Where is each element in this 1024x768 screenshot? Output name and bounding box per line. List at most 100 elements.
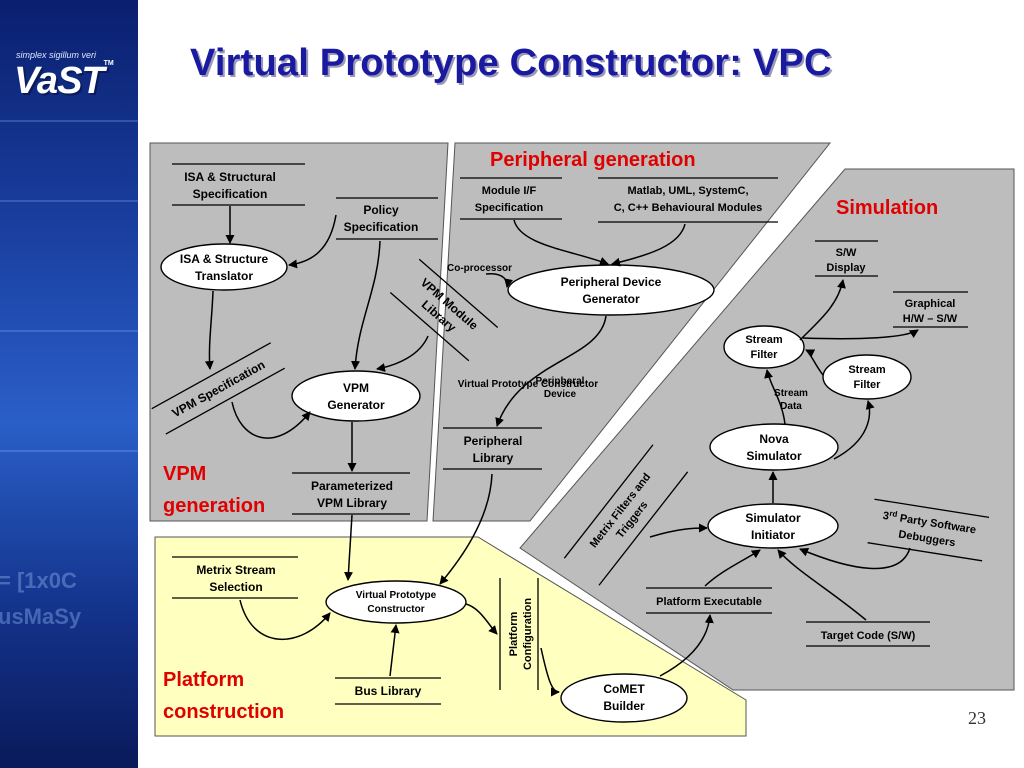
store-label: Module I/F xyxy=(482,185,537,197)
flow-arrow xyxy=(704,549,761,587)
store-label: S/W xyxy=(836,247,857,259)
isa-structural-spec-store: ISA & Structural Specification xyxy=(172,163,305,206)
ordinal-superscript: rd xyxy=(889,509,898,519)
process-label: Virtual Prototype xyxy=(356,590,437,601)
target-code-store: Target Code (S/W) xyxy=(806,621,930,647)
slide-title: Virtual Prototype Constructor: VPC xyxy=(190,42,832,84)
process-label: VPM xyxy=(343,381,369,395)
process-label: CoMET xyxy=(603,682,645,696)
store-label: Parameterized xyxy=(311,479,393,493)
flow-arrow xyxy=(485,273,513,288)
store-label: C, C++ Behavioural Modules xyxy=(614,202,763,214)
stream-data-label: Stream xyxy=(774,388,808,399)
flow-arrow xyxy=(833,400,875,460)
flow-arrow xyxy=(659,614,714,677)
process-label: Generator xyxy=(327,398,385,412)
flow-arrow xyxy=(802,329,919,340)
platform-executable-store: Platform Executable xyxy=(646,587,772,614)
store-label: Specification xyxy=(193,187,268,201)
stream-data-label: Data xyxy=(780,401,802,412)
process-label: Simulator xyxy=(746,449,802,463)
page-number: 23 xyxy=(968,708,986,728)
sw-display-store: S/W Display xyxy=(815,240,878,277)
stream-filter-a: Stream Filter xyxy=(723,325,805,369)
peripheral-library-store: Peripheral Library xyxy=(443,427,542,470)
flow-arrow xyxy=(239,599,331,641)
bus-library-store: Bus Library xyxy=(335,677,441,705)
store-label: Target Code (S/W) xyxy=(821,630,916,642)
store-label: Platform xyxy=(508,611,520,656)
graphical-hw-sw-store: Graphical H/W – S/W xyxy=(893,291,968,328)
vpc-flow-label: Virtual Prototype Constructor xyxy=(458,379,598,390)
vpm-generator: VPM Generator xyxy=(291,370,421,422)
parameterized-vpm-library-store: Parameterized VPM Library xyxy=(292,472,410,515)
flow-arrow xyxy=(439,473,493,585)
flow-arrow xyxy=(231,401,311,439)
process-label: Translator xyxy=(195,269,253,283)
process-label: Filter xyxy=(751,349,779,361)
store-label: Metrix Stream xyxy=(196,563,275,577)
virtual-prototype-constructor: Virtual Prototype Constructor xyxy=(325,580,467,624)
isa-structure-translator: ISA & Structure Translator xyxy=(160,243,288,291)
process-label: Nova xyxy=(759,432,789,446)
peripheral-device-generator: Peripheral Device Generator xyxy=(507,264,715,316)
flow-arrow xyxy=(649,523,708,538)
flow-arrow xyxy=(495,315,607,427)
store-label: VPM Library xyxy=(317,496,387,510)
flow-arrow xyxy=(376,335,429,372)
section-label-simulation: Simulation xyxy=(836,197,938,219)
store-label: Specification xyxy=(344,220,419,234)
process-label: ISA & Structure xyxy=(180,252,269,266)
store-label: Library xyxy=(473,451,514,465)
peripheral-device-label: Peripheral xyxy=(536,376,585,387)
section-label-vpm: VPM xyxy=(163,463,206,485)
process-label: Constructor xyxy=(367,604,424,615)
behavioural-modules-store: Matlab, UML, SystemC, C, C++ Behavioural… xyxy=(598,177,778,223)
flow-arrow xyxy=(764,369,786,425)
simulator-initiator: Simulator Initiator xyxy=(707,503,839,549)
brand-tagline: simplex sigillum veri xyxy=(16,50,97,60)
flow-arrow xyxy=(343,514,353,581)
store-label: Graphical xyxy=(905,298,956,310)
store-label: Bus Library xyxy=(355,684,422,698)
trademark-mark: TM xyxy=(103,60,114,67)
store-label: Peripheral xyxy=(464,434,523,448)
flow-arrow xyxy=(799,547,911,570)
policy-spec-store: Policy Specification xyxy=(336,197,438,240)
panel-peripheral-generation xyxy=(432,142,832,522)
flow-arrow xyxy=(611,223,686,267)
panel-vpm-generation xyxy=(149,142,449,522)
section-label-platform: Platform xyxy=(163,669,244,691)
section-label-peripheral: Peripheral generation xyxy=(490,149,696,171)
brand-sidebar: simplex sigillum veri VaSTTM = [1x0C usM… xyxy=(0,0,138,768)
process-label: Simulator xyxy=(745,511,801,525)
store-label: Matlab, UML, SystemC, xyxy=(627,185,748,197)
module-if-spec-store: Module I/F Specification xyxy=(460,177,562,220)
store-label: H/W – S/W xyxy=(903,313,958,325)
flow-arrow xyxy=(288,214,337,269)
store-label: Specification xyxy=(475,202,544,214)
process-label: Peripheral Device xyxy=(561,275,662,289)
process-label: Stream xyxy=(848,364,886,376)
flow-arrow xyxy=(540,647,560,697)
process-label: Initiator xyxy=(751,528,795,542)
section-label-platform: construction xyxy=(163,701,284,723)
flow-arrow xyxy=(351,240,381,370)
nova-simulator: Nova Simulator xyxy=(709,423,839,471)
flow-arrow xyxy=(799,279,846,341)
flow-arrow xyxy=(805,349,824,376)
platform-configuration-store: Platform Configuration xyxy=(499,578,539,690)
comet-builder: CoMET Builder xyxy=(560,673,688,723)
process-label: Filter xyxy=(854,379,882,391)
store-label: Configuration xyxy=(522,598,534,670)
flow-arrow xyxy=(513,219,609,266)
section-label-vpm: generation xyxy=(163,495,265,517)
store-label: Platform Executable xyxy=(656,596,762,608)
sidebar-watermark-line: usMaSy xyxy=(0,604,82,629)
process-label: Generator xyxy=(582,292,640,306)
process-label: Builder xyxy=(603,699,645,713)
store-label: Selection xyxy=(209,580,262,594)
flow-arrow xyxy=(465,603,498,635)
stream-filter-b: Stream Filter xyxy=(822,354,912,400)
